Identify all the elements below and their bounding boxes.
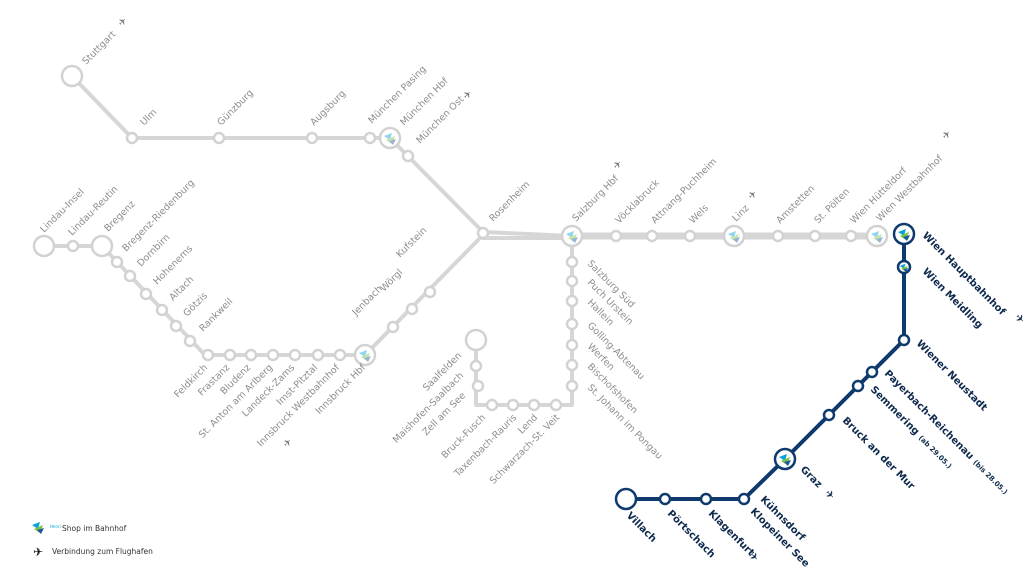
station-bruck-mur[interactable]: [822, 408, 836, 422]
station-bregenz-riedenburg[interactable]: [110, 255, 124, 269]
station-feldkirch[interactable]: [201, 348, 215, 362]
label-graz: Graz: [798, 464, 824, 490]
station-jenbach[interactable]: [386, 320, 400, 334]
station-imst[interactable]: [311, 348, 325, 362]
airplane-icon: ✈: [940, 128, 954, 142]
label-st-poelten: St. Pölten: [812, 186, 852, 226]
station-payerbach[interactable]: [865, 365, 879, 379]
station-st-johann[interactable]: [565, 379, 579, 393]
station-bludenz[interactable]: [244, 348, 258, 362]
station-werfen[interactable]: [565, 338, 579, 352]
station-hohenems[interactable]: [139, 287, 153, 301]
shop-logo-icon: [32, 522, 44, 534]
station-innsbruck-west[interactable]: [333, 348, 347, 362]
station-st-anton[interactable]: [266, 348, 280, 362]
label-attnang: Attnang-Puchheim: [649, 156, 719, 226]
station-lindau-insel[interactable]: [32, 234, 56, 258]
legend-airport-label: Verbindung zum Flughafen: [52, 547, 153, 556]
label-rosenheim: Rosenheim: [487, 179, 532, 224]
station-st-poelten[interactable]: [808, 229, 822, 243]
station-bischofshofen[interactable]: [565, 358, 579, 372]
airplane-icon: ✈: [746, 188, 760, 202]
station-attnang[interactable]: [645, 229, 659, 243]
grey-stations: [32, 64, 889, 412]
station-poertschach[interactable]: [658, 492, 672, 506]
airplane-icon: ✈: [611, 158, 625, 172]
station-muenchen-ost[interactable]: [401, 149, 415, 163]
label-wiener-neustadt: Wiener Neustadt: [914, 338, 989, 413]
airplane-icon: ✈: [822, 487, 838, 503]
blue-shop-markers: [779, 229, 910, 466]
station-schwarzach[interactable]: [549, 398, 563, 412]
station-taxenbach[interactable]: [506, 398, 520, 412]
label-altach: Altach: [167, 274, 196, 303]
label-wien-meidling: Wien Meidling: [920, 266, 985, 331]
label-wels: Wels: [687, 203, 711, 227]
airplane-icon: ✈: [116, 15, 130, 29]
station-zell-am-see[interactable]: [471, 379, 485, 393]
label-linz: Linz: [730, 203, 751, 224]
line-rosenheim-salzburg: [481, 230, 574, 238]
blue-stations: [614, 222, 916, 511]
station-maishofen[interactable]: [469, 359, 483, 373]
station-muenchen-pasing[interactable]: [363, 131, 377, 145]
payerbach-note: (bis 28.05.): [971, 459, 1009, 497]
label-muenchen-pasing: München Pasing: [366, 64, 428, 126]
station-villach[interactable]: [614, 487, 638, 511]
station-goetzis[interactable]: [169, 319, 183, 333]
legend-shop-label: Shop im Bahnhof: [62, 524, 127, 533]
station-lend[interactable]: [527, 398, 541, 412]
airplane-icon: ✈: [33, 545, 43, 559]
station-amstetten[interactable]: [771, 229, 785, 243]
station-bregenz[interactable]: [90, 234, 114, 258]
label-augsburg: Augsburg: [308, 88, 348, 128]
line-rosenheim-innsbruck: [363, 233, 485, 357]
station-golling[interactable]: [565, 317, 579, 331]
line-tauern: [474, 234, 574, 407]
label-stuttgart: Stuttgart: [80, 29, 118, 67]
station-rankweil[interactable]: [183, 334, 197, 348]
station-puch-urstein[interactable]: [565, 274, 579, 288]
legend: Henri Shop im Bahnhof ✈ Verbindung zum F…: [32, 522, 153, 559]
station-woergl[interactable]: [405, 302, 419, 316]
station-hallein[interactable]: [565, 294, 579, 308]
station-semmering[interactable]: [851, 379, 865, 393]
label-jenbach: Jenbach: [350, 284, 385, 319]
station-klagenfurt[interactable]: [699, 492, 713, 506]
station-wien-huetteldorf[interactable]: [844, 229, 858, 243]
legend-shop-brand: Henri: [50, 524, 61, 529]
station-lindau-reutin[interactable]: [66, 239, 80, 253]
station-landeck[interactable]: [288, 348, 302, 362]
station-ulm[interactable]: [125, 131, 139, 145]
station-frastanz[interactable]: [223, 348, 237, 362]
station-wiener-neustadt[interactable]: [897, 333, 911, 347]
station-guenzburg[interactable]: [212, 131, 226, 145]
label-kufstein: Kufstein: [394, 225, 429, 260]
station-bruck-fusch[interactable]: [485, 398, 499, 412]
label-guenzburg: Günzburg: [215, 88, 255, 128]
station-stuttgart[interactable]: [60, 64, 84, 88]
station-rosenheim[interactable]: [476, 226, 490, 240]
airplane-icon: ✈: [281, 436, 295, 450]
station-saalfelden[interactable]: [464, 328, 488, 352]
highlight-line: [624, 232, 906, 501]
label-ulm: Ulm: [138, 107, 159, 128]
grey-labels: Stuttgart ✈ Ulm Günzburg Augsburg Münche…: [38, 15, 954, 486]
line-south-route: [624, 232, 906, 501]
station-salzburg-sued[interactable]: [565, 255, 579, 269]
label-villach: Villach: [624, 510, 658, 544]
station-altach[interactable]: [155, 303, 169, 317]
station-wels[interactable]: [683, 229, 697, 243]
blue-labels: Wien Hauptbahnhof ✈ Wien Meidling Wiener…: [624, 230, 1024, 569]
label-goetzis: Götzis: [181, 290, 210, 319]
station-dornbirn[interactable]: [123, 269, 137, 283]
station-kufstein[interactable]: [423, 285, 437, 299]
station-voecklabruck[interactable]: [609, 229, 623, 243]
station-augsburg[interactable]: [305, 131, 319, 145]
label-amstetten: Amstetten: [774, 183, 817, 226]
airplane-icon: ✈: [1012, 311, 1024, 327]
station-kuehnsdorf[interactable]: [737, 492, 751, 506]
